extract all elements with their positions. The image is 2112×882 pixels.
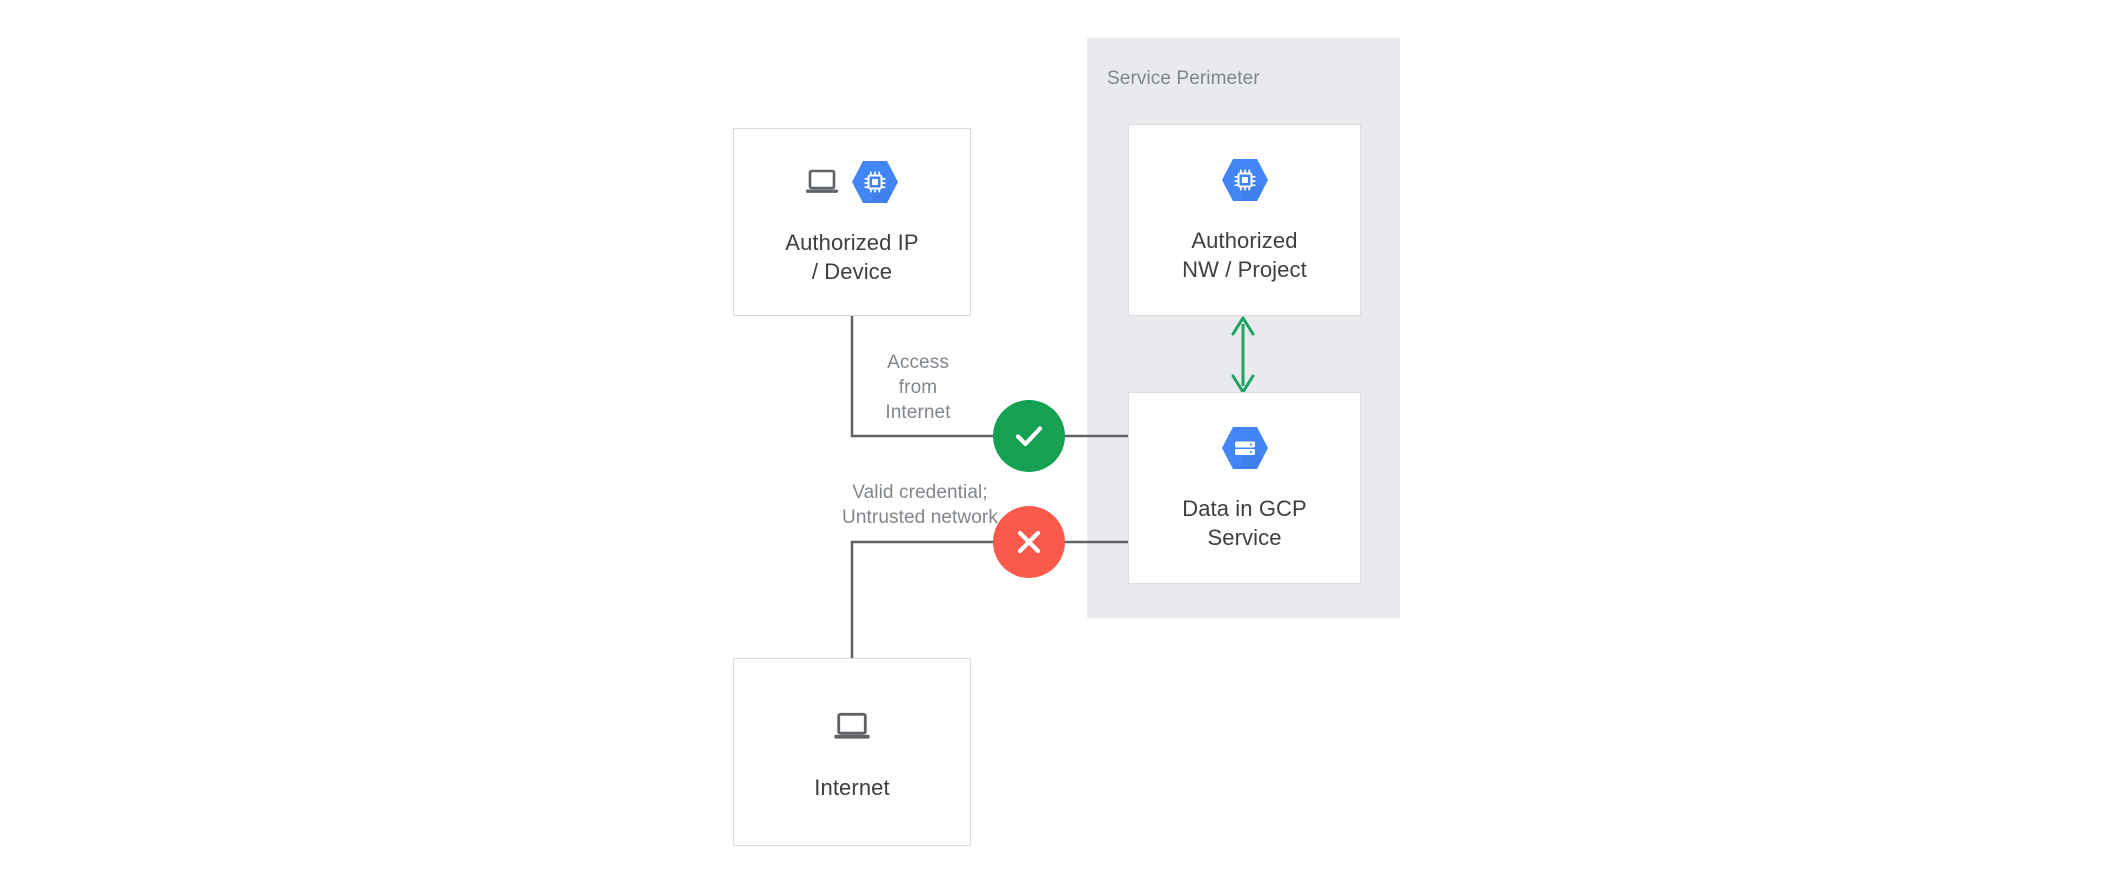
check-icon (1015, 426, 1043, 447)
node-authorized-ip-device[interactable]: Authorized IP / Device (733, 128, 971, 316)
edge-label-allowed-path: Access from Internet (885, 352, 951, 423)
node-data-in-gcp-service[interactable]: Data in GCP Service (1128, 392, 1361, 584)
node-icon-group (1221, 424, 1269, 472)
laptop-icon (834, 712, 870, 739)
node-label: Authorized IP / Device (785, 230, 919, 284)
database-hexagon-icon (1221, 427, 1268, 469)
wire-internet-to-deny (850, 540, 998, 660)
status-badge-deny[interactable] (993, 506, 1065, 578)
node-label: Data in GCP Service (1182, 496, 1307, 550)
cross-icon (1017, 530, 1041, 554)
status-badge-allow[interactable] (993, 400, 1065, 472)
node-icon-group (833, 703, 871, 751)
node-icon-group (1221, 156, 1269, 204)
laptop-icon (806, 169, 838, 193)
node-icon-group (805, 158, 899, 206)
compute-hexagon-icon (1221, 159, 1268, 201)
compute-hexagon-icon (852, 161, 898, 203)
edge-label-denied-path: Valid credential; Untrusted network (842, 482, 998, 528)
node-authorized-nw-project[interactable]: Authorized NW / Project (1128, 124, 1361, 316)
node-internet[interactable]: Internet (733, 658, 971, 846)
node-label: Internet (814, 774, 890, 800)
service-perimeter-label: Service Perimeter (1107, 68, 1260, 89)
node-label: Authorized NW / Project (1182, 228, 1307, 282)
